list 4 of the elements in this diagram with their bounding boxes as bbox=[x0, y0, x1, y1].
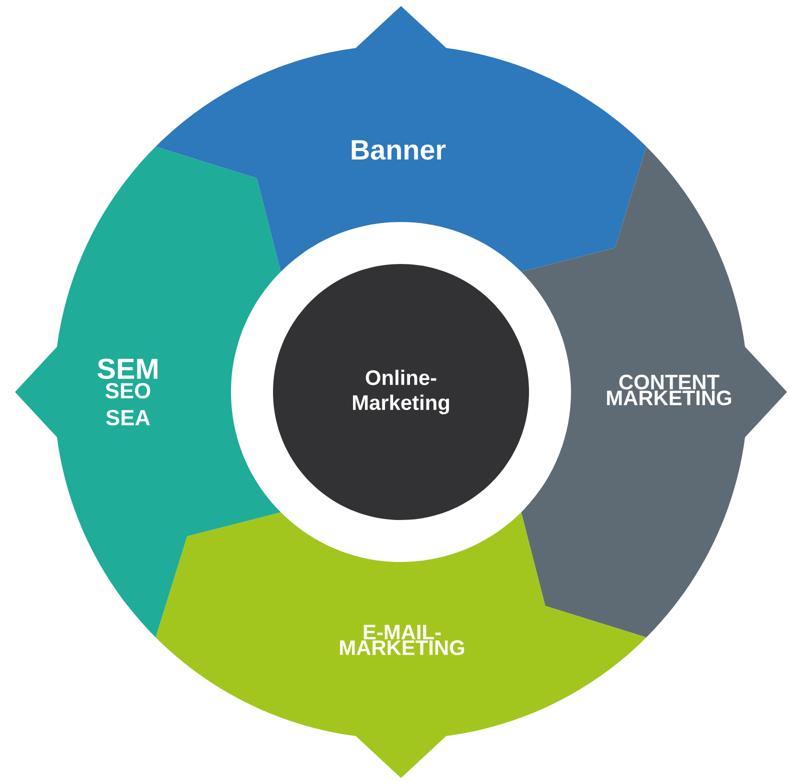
arrow-segment: Banner bbox=[156, 6, 646, 272]
arrow-segment: CONTENT MARKETING bbox=[521, 146, 787, 638]
arrow-segment: E-MAIL-MARKETING bbox=[156, 512, 646, 778]
arrow-segment: SEM SEO SEA bbox=[15, 146, 281, 638]
